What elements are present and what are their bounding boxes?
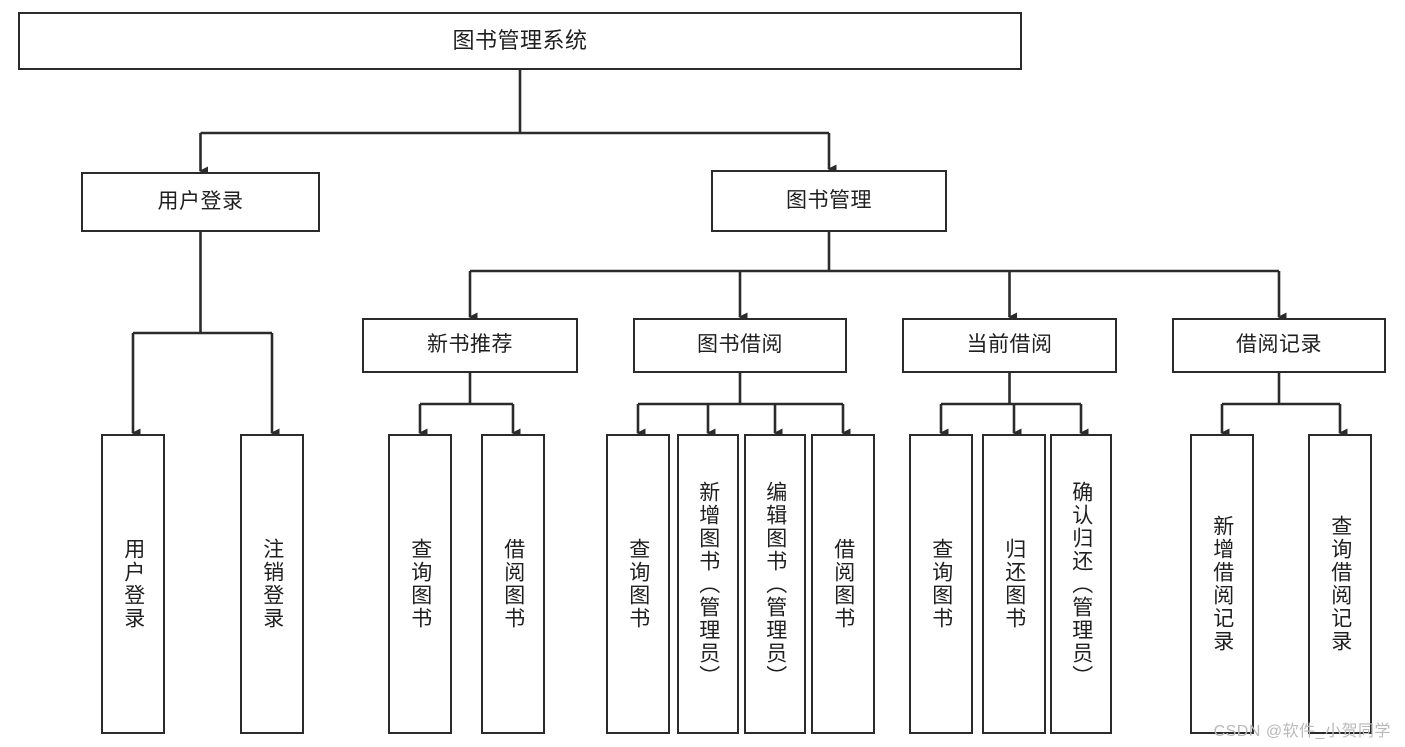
node-book-manage[interactable]: 图书管理 [711,170,947,232]
node-label-book-manage: 图书管理 [786,188,872,212]
node-label-leaf-bb-add: 新增图书（管理员） [696,480,720,688]
node-leaf-br-query[interactable]: 查询借阅记录 [1308,434,1372,734]
node-label-leaf-user-login: 用户登录 [121,538,145,630]
node-leaf-bb-add[interactable]: 新增图书（管理员） [677,434,739,734]
node-label-new-book-rec: 新书推荐 [427,333,513,357]
node-label-user-login: 用户登录 [157,189,244,213]
node-leaf-cb-query[interactable]: 查询图书 [909,434,973,734]
node-label-leaf-bb-borrow: 借阅图书 [831,538,855,630]
node-label-leaf-cb-return: 归还图书 [1002,538,1026,630]
node-label-leaf-bb-edit: 编辑图书（管理员） [763,480,787,688]
node-user-login[interactable]: 用户登录 [81,172,320,232]
node-leaf-user-login[interactable]: 用户登录 [101,434,165,734]
node-label-leaf-user-logout: 注销登录 [260,538,284,630]
node-label-leaf-cb-confirm: 确认归还（管理员） [1069,480,1093,688]
node-leaf-cb-return[interactable]: 归还图书 [982,434,1046,734]
node-leaf-bb-borrow[interactable]: 借阅图书 [811,434,875,734]
node-label-root: 图书管理系统 [452,28,588,54]
node-leaf-bb-edit[interactable]: 编辑图书（管理员） [744,434,806,734]
node-current-borrow[interactable]: 当前借阅 [902,318,1117,373]
node-leaf-br-add[interactable]: 新增借阅记录 [1190,434,1254,734]
node-label-leaf-nbr-borrow: 借阅图书 [501,538,525,630]
node-label-leaf-br-add: 新增借阅记录 [1210,515,1234,653]
node-label-leaf-cb-query: 查询图书 [929,538,953,630]
node-new-book-rec[interactable]: 新书推荐 [362,318,578,373]
csdn-watermark: CSDN @软件_小贺同学 [1213,723,1391,740]
node-leaf-nbr-query[interactable]: 查询图书 [388,434,452,734]
node-root[interactable]: 图书管理系统 [18,12,1022,70]
node-label-leaf-bb-query: 查询图书 [626,538,650,630]
node-leaf-user-logout[interactable]: 注销登录 [240,434,304,734]
node-leaf-cb-confirm[interactable]: 确认归还（管理员） [1050,434,1112,734]
node-leaf-bb-query[interactable]: 查询图书 [606,434,670,734]
node-book-borrow[interactable]: 图书借阅 [633,318,847,373]
node-borrow-record[interactable]: 借阅记录 [1172,318,1386,373]
node-label-current-borrow: 当前借阅 [966,333,1053,357]
node-label-leaf-nbr-query: 查询图书 [408,538,432,630]
node-leaf-nbr-borrow[interactable]: 借阅图书 [481,434,545,734]
node-label-leaf-br-query: 查询借阅记录 [1328,515,1352,653]
node-label-borrow-record: 借阅记录 [1236,333,1322,357]
node-label-book-borrow: 图书借阅 [697,333,783,357]
